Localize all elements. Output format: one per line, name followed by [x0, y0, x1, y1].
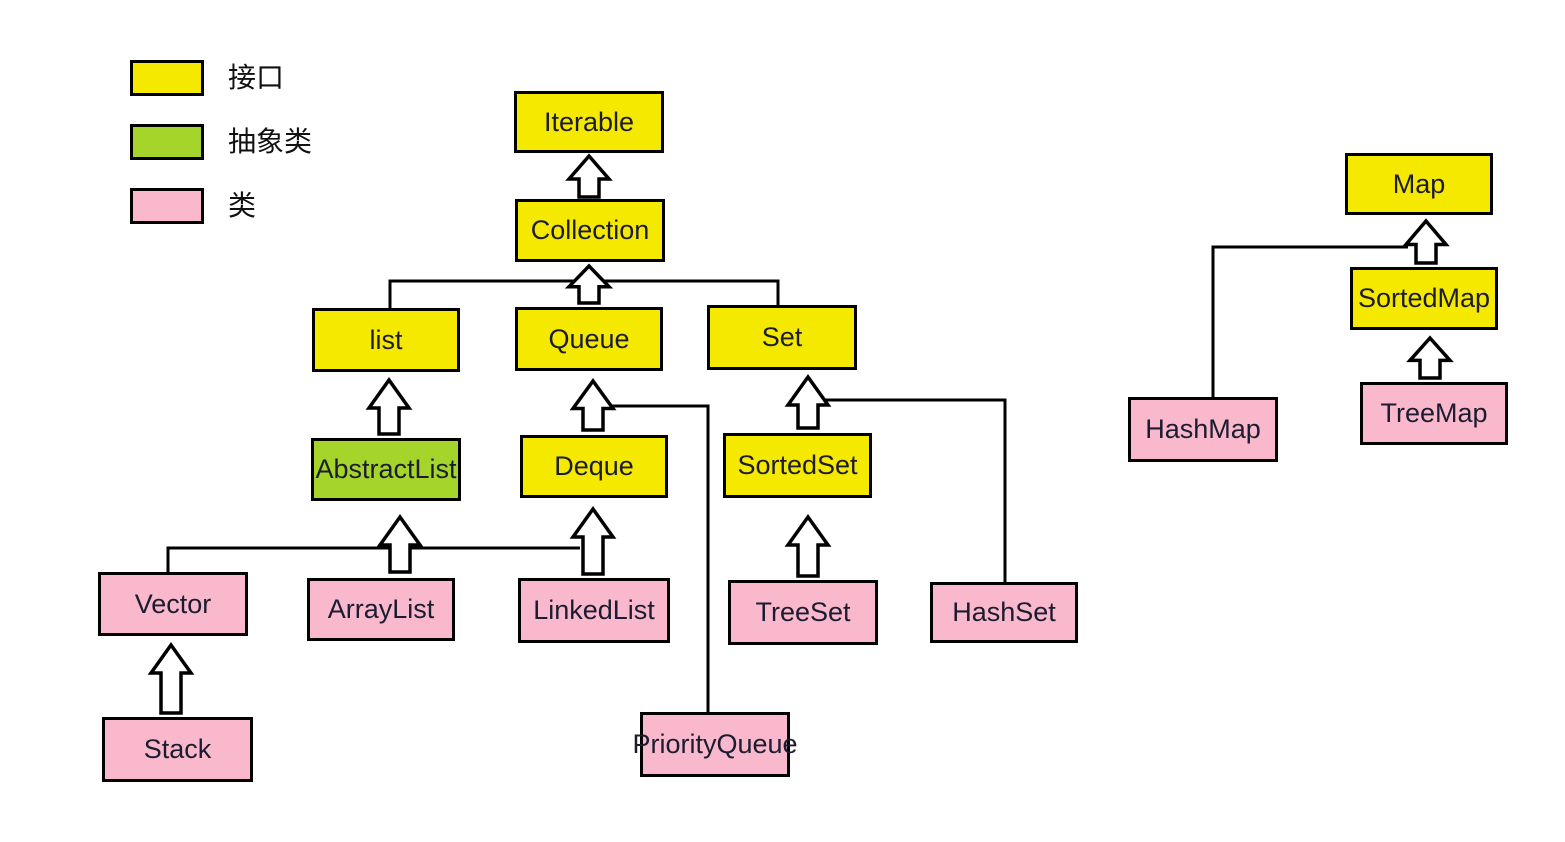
legend-item-abstract-class: 抽象类 — [130, 124, 312, 160]
abstract-class-color-swatch — [130, 124, 204, 160]
node-hashset: HashSet — [930, 582, 1078, 643]
inheritance-arrow-linkedlist-to-deque — [569, 505, 617, 576]
node-sortedset: SortedSet — [723, 433, 872, 498]
legend-label-abstract-class: 抽象类 — [228, 126, 313, 157]
inheritance-arrow-sortedset-to-set — [784, 373, 832, 430]
legend-item-interface: 接口 — [130, 60, 312, 96]
legend-item-class: 类 — [130, 188, 312, 224]
node-queue: Queue — [515, 307, 663, 371]
inheritance-arrow-treeset-to-sortedset — [784, 513, 832, 578]
node-treeset: TreeSet — [728, 580, 878, 645]
inheritance-arrow-abstractlist-to-list — [365, 376, 413, 436]
class-color-swatch — [130, 188, 204, 224]
node-linkedlist: LinkedList — [518, 578, 670, 643]
node-arraylist: ArrayList — [307, 578, 455, 641]
legend-label-class: 类 — [228, 190, 257, 221]
node-list: list — [312, 308, 460, 372]
node-map: Map — [1345, 153, 1493, 215]
inheritance-arrow-deque-to-queue — [569, 378, 617, 432]
node-treemap: TreeMap — [1360, 382, 1508, 445]
node-vector: Vector — [98, 572, 248, 636]
inheritance-arrow-queue-to-collection — [564, 263, 614, 305]
node-stack: Stack — [102, 717, 253, 782]
inheritance-arrow-collection-to-iterable — [565, 153, 613, 199]
connector-line-abstractlist-children-branch — [166, 546, 580, 572]
interface-color-swatch — [130, 60, 204, 96]
node-collection: Collection — [515, 199, 665, 262]
node-sortedmap: SortedMap — [1350, 267, 1498, 330]
inheritance-arrow-treemap-to-sortedmap — [1406, 335, 1454, 380]
node-set: Set — [707, 305, 857, 370]
inheritance-arrow-sortedmap-to-map — [1402, 218, 1450, 265]
connector-line-map-to-hashmap — [1211, 245, 1408, 397]
node-iterable: Iterable — [514, 91, 664, 153]
node-deque: Deque — [520, 435, 668, 498]
connector-line-queue-to-priorityqueue — [604, 404, 710, 712]
node-abstractlist: AbstractList — [311, 438, 461, 501]
node-priorityqueue: PriorityQueue — [632, 712, 798, 777]
connector-line-set-to-hashset — [820, 398, 1007, 582]
node-hashmap: HashMap — [1128, 397, 1278, 462]
inheritance-arrow-arraylist-to-abstractlist — [376, 513, 424, 574]
legend: 接口 抽象类 类 — [130, 60, 312, 252]
inheritance-arrow-stack-to-vector — [147, 641, 195, 715]
legend-label-interface: 接口 — [228, 62, 285, 93]
